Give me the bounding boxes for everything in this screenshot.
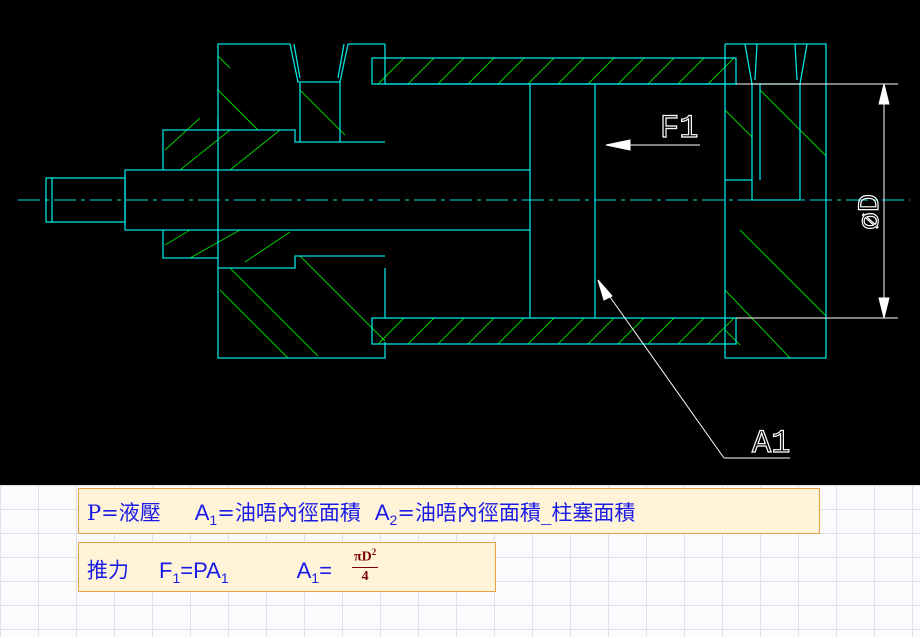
area-formula: A1= <box>296 557 332 586</box>
a2-definition: A2=油唔內徑面積_柱塞面積 <box>374 500 636 528</box>
thrust-formula: F1=PA1 <box>159 557 229 586</box>
diameter-dimension <box>736 83 898 319</box>
cylinder-outline <box>45 43 827 359</box>
a1-definition: A1=油唔內徑面積 <box>194 500 361 528</box>
definition-box: P=液壓 A1=油唔內徑面積 A2=油唔內徑面積_柱塞面積 <box>78 488 820 534</box>
diameter-label: øD <box>854 194 888 230</box>
area-label: A1 <box>752 425 790 462</box>
area-leader <box>597 279 790 459</box>
cylinder-section-svg: øD F1 A1 <box>18 43 910 463</box>
thrust-label: 推力 <box>87 558 129 583</box>
section-hatching <box>164 55 827 359</box>
force-label: F1 <box>660 110 698 147</box>
force-arrow <box>605 139 700 151</box>
cylinder-drawing: øD F1 A1 <box>0 0 920 485</box>
pressure-definition: P=液壓 <box>87 501 161 525</box>
